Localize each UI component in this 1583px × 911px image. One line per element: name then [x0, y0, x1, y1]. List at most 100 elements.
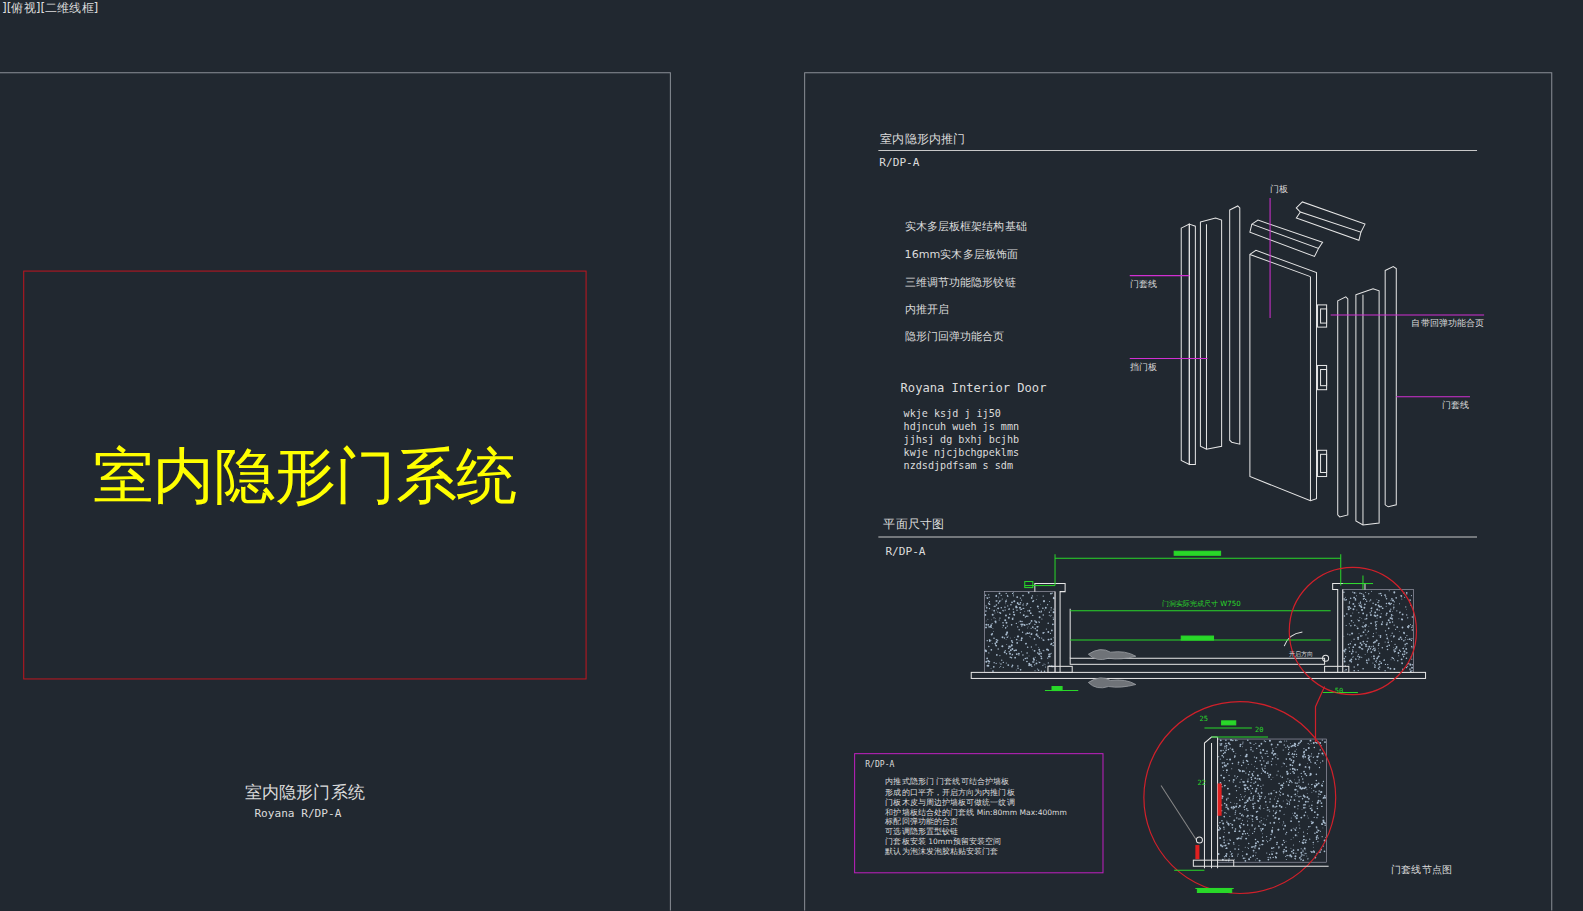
edge: [1310, 277, 1311, 501]
hatch-dot: [1220, 739, 1222, 741]
hatch-dot: [1311, 821, 1312, 822]
hatch-dot: [1411, 670, 1412, 671]
hatch-dot: [1232, 827, 1234, 829]
hatch-dot: [1277, 744, 1279, 746]
hatch-dot: [989, 603, 991, 605]
hatch-dot: [1245, 756, 1247, 758]
hatch-dot: [1271, 752, 1273, 754]
hatch-dot: [1292, 771, 1293, 772]
hatch-dot: [1026, 657, 1028, 659]
dimension-tick: [1055, 554, 1056, 585]
hatch-dot: [1312, 822, 1314, 824]
hatch-dot: [1378, 593, 1379, 594]
detail-lines: [1161, 737, 1329, 868]
hatch-dot: [988, 603, 990, 605]
hinge-pin: [1323, 655, 1329, 661]
hatch-dot: [1399, 611, 1401, 613]
hatch-dot: [1308, 744, 1310, 746]
hatch-dot: [1226, 771, 1228, 773]
hatch-dot: [1397, 660, 1398, 661]
door-panel: [1250, 250, 1317, 500]
hatch-dot: [1374, 666, 1376, 668]
hatch-dot: [1225, 855, 1227, 857]
hatch-dot: [1405, 608, 1407, 610]
hatch-dot: [1311, 809, 1313, 811]
hatch-dot: [1260, 752, 1262, 754]
dimension-line: [1070, 610, 1330, 611]
hatch-dot: [1263, 818, 1265, 820]
hatch-dot: [1345, 649, 1347, 651]
hatch-dot: [1304, 804, 1306, 806]
dimension-line: [1025, 585, 1055, 586]
hatch-dot: [1016, 596, 1018, 598]
hatch-dot: [1370, 623, 1371, 624]
hatch-dot: [1402, 627, 1404, 629]
hatch-dot: [1013, 600, 1015, 602]
hatch-dot: [1407, 639, 1408, 640]
hatch-dot: [1411, 640, 1412, 641]
hatch-dot: [1395, 629, 1396, 630]
hatch-dot: [1270, 851, 1272, 853]
hatch-dot: [1357, 664, 1359, 666]
hatch-dot: [1353, 670, 1355, 672]
hatch-dot: [1321, 806, 1322, 807]
hatch-dot: [1321, 752, 1323, 754]
hatch-dot: [1387, 664, 1388, 665]
hatch-dot: [1283, 840, 1285, 842]
hatch-dot: [1012, 618, 1014, 620]
hatch-dot: [1261, 792, 1263, 794]
hatch-dot: [1309, 773, 1311, 775]
hatch-dot: [1240, 838, 1241, 839]
hatch-dot: [1245, 838, 1247, 840]
hatch-dot: [1290, 746, 1292, 748]
hatch-dot: [1014, 637, 1016, 639]
hatch-dot: [1007, 635, 1009, 637]
hatch-dot: [1272, 750, 1274, 752]
hatch-dot: [1318, 837, 1319, 838]
hatch-dot: [1046, 648, 1048, 650]
hatch-dot: [1351, 620, 1353, 622]
hatch-dot: [1007, 595, 1008, 596]
hatch-dot: [1042, 665, 1043, 666]
hatch-dot: [1293, 844, 1294, 845]
hatch-dot: [1274, 806, 1275, 807]
hatch-dot: [1358, 670, 1359, 671]
hatch-dot: [1034, 638, 1035, 639]
hatch-dot: [1225, 750, 1227, 752]
hatch-dot: [1278, 829, 1279, 830]
hatch-dot: [1240, 744, 1242, 746]
hatch-dot: [1358, 633, 1360, 635]
hatch-dot: [1262, 749, 1264, 751]
hatch-dot: [1290, 829, 1292, 831]
hatch-dot: [1350, 608, 1352, 610]
hatch-dot: [1032, 600, 1034, 602]
hatch-dot: [1254, 831, 1255, 832]
hatch-dot: [1008, 617, 1010, 619]
hatch-dot: [1324, 822, 1325, 823]
hatch-dot: [1267, 815, 1268, 816]
hatch-dot: [991, 634, 993, 636]
hatch-dot: [1294, 743, 1296, 745]
hatch-dot: [1039, 655, 1041, 657]
hatch-dot: [1031, 628, 1032, 629]
hatch-dot: [1037, 635, 1039, 637]
hatch-dot: [1359, 656, 1361, 658]
hatch-dot: [1011, 640, 1013, 642]
hatch-dot: [1294, 806, 1296, 808]
note-line: 默认为泡沫发泡胶粘贴安装门套: [865, 847, 1094, 857]
hatch-dot: [1300, 852, 1302, 854]
hatch-dot: [1228, 843, 1230, 845]
cad-label: 16mm实木多层板饰面: [905, 249, 1019, 262]
hatch-dot: [1257, 792, 1259, 794]
hatch-dot: [1296, 817, 1298, 819]
leader-line: [1396, 396, 1470, 397]
hatch-dot: [1318, 800, 1320, 802]
hatch-dot: [1004, 619, 1006, 621]
hatch-dot: [1041, 658, 1043, 660]
hatch-dot: [1011, 624, 1013, 626]
hatch-dot: [1291, 746, 1292, 747]
hatch-dot: [1032, 615, 1033, 616]
hatch-dot: [1025, 643, 1026, 644]
hatch-dot: [1007, 605, 1008, 606]
hatch-dot: [1051, 643, 1053, 645]
